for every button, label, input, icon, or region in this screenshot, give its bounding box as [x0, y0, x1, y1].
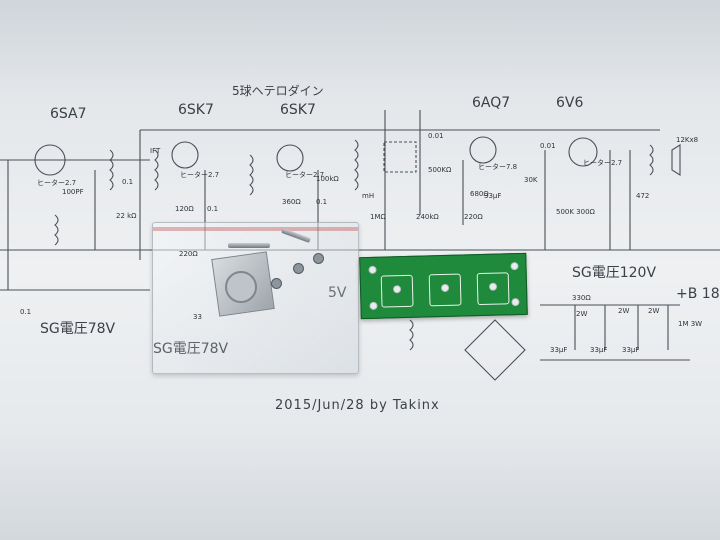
label-2w-c: 2W	[648, 307, 660, 315]
screw	[228, 243, 270, 248]
label-2w-b: 2W	[618, 307, 630, 315]
pcb-pad	[510, 262, 519, 271]
label-01c: 0.1	[316, 198, 328, 206]
label-heater-4: ヒーター7.8	[478, 163, 518, 171]
nut	[271, 278, 282, 289]
label-680: 680Ω	[470, 190, 489, 198]
label-330: 330Ω	[572, 294, 591, 302]
label-33uf-1: 33μF	[550, 346, 568, 354]
label-mh: mH	[362, 192, 375, 200]
tube-socket	[225, 271, 257, 303]
sg-voltage-right: SG電圧120V	[572, 265, 657, 281]
bag-zipper	[153, 227, 358, 231]
label-120: 120Ω	[175, 205, 194, 213]
bag-label-33: 33	[193, 313, 202, 321]
label-heater-3: ヒーター2.7	[285, 171, 325, 179]
label-33uf-3: 33μF	[622, 346, 640, 354]
label-1m: 1MΩ	[370, 213, 386, 221]
tube-label-6sk7-first: 6SK7	[178, 102, 214, 118]
label-22k: 22 kΩ	[116, 212, 137, 220]
label-33uf-2: 33μF	[590, 346, 608, 354]
label-001a: 0.01	[428, 132, 444, 140]
tube-label-6sa7: 6SA7	[50, 106, 87, 122]
bag-sg-voltage: SG電圧78V	[153, 341, 229, 357]
tube-label-6aq7: 6AQ7	[472, 95, 511, 111]
label-240k: 240kΩ	[416, 213, 439, 221]
label-heater-2: ヒーター2.7	[180, 171, 220, 179]
nut	[293, 263, 304, 274]
label-01a: 0.1	[122, 178, 134, 186]
label-heater-5: ヒーター2.7	[583, 159, 623, 167]
pcb-pad	[369, 301, 378, 310]
label-heater-1: ヒーター2.7	[37, 179, 77, 187]
parts-bag: 220Ω 33 5V SG電圧78V	[152, 222, 359, 374]
label-472: 472	[636, 192, 650, 200]
bag-partial-text: 5V	[328, 285, 347, 301]
schematic-title: 5球ヘテロダイン	[232, 84, 324, 98]
pcb-pad	[368, 265, 377, 274]
label-100pf: 100PF	[62, 188, 84, 196]
author-credit: 2015/Jun/28 by Takinx	[275, 398, 440, 413]
label-360: 360Ω	[282, 198, 301, 206]
label-01-left: 0.1	[20, 308, 32, 316]
label-100k: 100kΩ	[316, 175, 339, 183]
bag-label-220: 220Ω	[179, 250, 198, 258]
label-220: 220Ω	[464, 213, 483, 221]
label-33uf: 33μF	[484, 192, 502, 200]
label-speaker: 12Kx8	[676, 136, 699, 144]
nut	[313, 253, 324, 264]
pcb-board	[359, 252, 528, 320]
label-500k-300: 500K 300Ω	[556, 208, 595, 216]
b-plus-label: +B 18	[676, 286, 720, 302]
label-vol-500k: 500KΩ	[428, 166, 452, 174]
tube-label-6v6: 6V6	[556, 95, 584, 111]
label-2w-a: 2W	[576, 310, 588, 318]
label-ift: IFT	[150, 147, 161, 155]
label-1m-3w: 1M 3W	[678, 320, 703, 328]
tube-label-6sk7-second: 6SK7	[280, 102, 316, 118]
pcb-pad	[511, 298, 520, 307]
label-30k: 30K	[524, 176, 538, 184]
label-001b: 0.01	[540, 142, 556, 150]
sg-voltage-left: SG電圧78V	[40, 321, 116, 337]
label-01b: 0.1	[207, 205, 219, 213]
